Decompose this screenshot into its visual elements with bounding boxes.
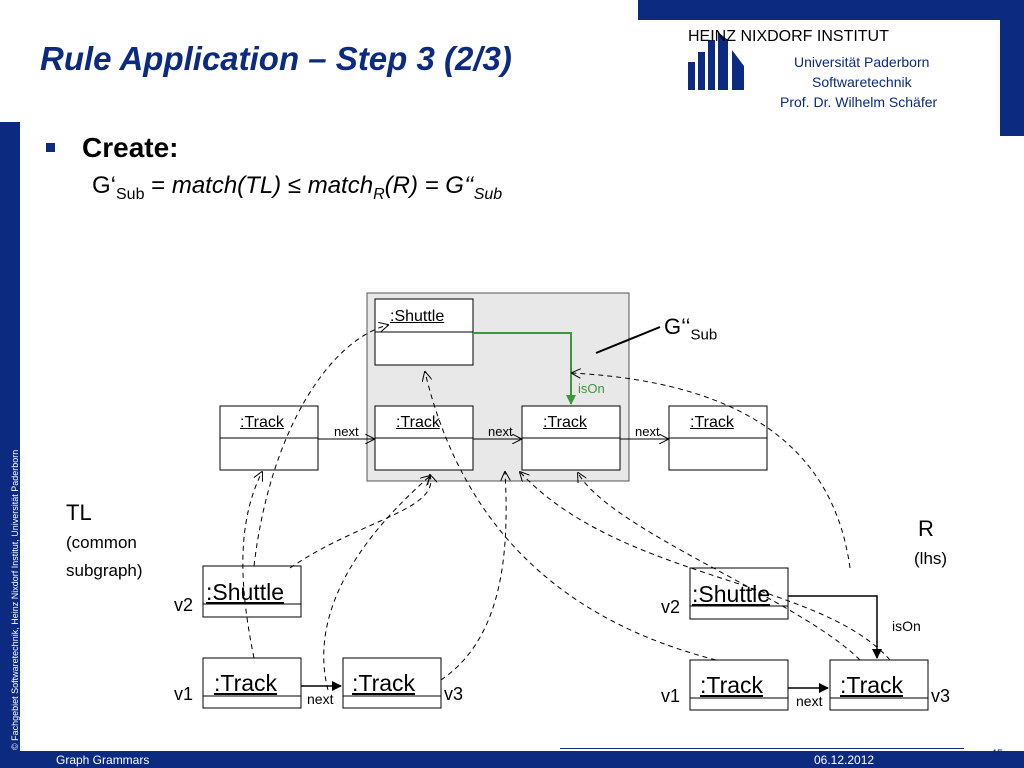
r-v3-label: v3 (931, 686, 951, 706)
morph-r-track2 (520, 472, 891, 661)
morph-r-v3 (578, 473, 861, 661)
bullet-create: Create: (82, 132, 179, 163)
page-number: 45 (990, 748, 1003, 760)
gsub-pointer-line (595, 326, 661, 354)
footer-bar: Graph Grammars 06.12.2012 (20, 751, 1024, 768)
morph-tl-track2 (323, 476, 430, 691)
top-shuttle-label: :Shuttle (390, 308, 445, 325)
top-next-label-2: next (488, 424, 513, 439)
tl-label: TL (66, 500, 92, 525)
footer-topic: Graph Grammars (56, 753, 150, 767)
morph-tl-v3 (440, 472, 506, 681)
top-ison-edge (473, 332, 576, 405)
formula-eq: = (144, 172, 172, 199)
morph-tl-track1 (242, 472, 262, 659)
tl-track1-label: :Track (214, 670, 278, 696)
tl-desc-line2: subgraph) (66, 561, 143, 580)
logo-line-professor: Prof. Dr. Wilhelm Schäfer (780, 94, 938, 110)
r-track1-box (689, 659, 789, 711)
tl-v1-label: v1 (174, 684, 194, 704)
right-brand-bar (1000, 0, 1024, 136)
tl-desc-line1: (common (66, 533, 137, 552)
top-next-label-3: next (635, 424, 660, 439)
r-next-label: next (796, 693, 823, 709)
top-node-track2-box (374, 405, 474, 471)
r-ison-edge (788, 595, 882, 659)
bullet-square (46, 143, 55, 152)
r-label: R (918, 516, 934, 541)
logo-line-university: Universität Paderborn (794, 54, 930, 70)
left-brand-bar (0, 122, 20, 768)
formula-op: ≤ (281, 172, 308, 199)
formula-r-part: (R) = G‘‘ (384, 172, 474, 199)
top-track3-label: :Track (543, 414, 587, 431)
top-node-track4-box (668, 405, 768, 471)
formula-sub1: Sub (116, 185, 145, 203)
slide-title: Rule Application – Step 3 (2/3) (40, 40, 512, 77)
r-track1-label: :Track (700, 672, 764, 698)
gsub-label-sub: Sub (690, 326, 718, 344)
formula-sub-r: R (373, 185, 385, 203)
top-track1-label: :Track (240, 414, 284, 431)
formula-match-tl: match(TL) (171, 172, 282, 199)
top-brand-bar (638, 0, 1024, 20)
r-shuttle-label: :Shuttle (692, 581, 770, 607)
tl-track2-label: :Track (352, 670, 416, 696)
logo-line-department: Softwaretechnik (812, 74, 912, 90)
formula-g-prime: G‘ (92, 172, 116, 199)
morph-r-shuttle (572, 373, 851, 569)
top-node-track1-box (219, 405, 319, 471)
morph-tl-shuttle (253, 325, 388, 567)
top-node-shuttle-box (374, 298, 474, 366)
top-track4-label: :Track (690, 414, 734, 431)
tl-v2-label: v2 (174, 595, 194, 615)
institute-logo (688, 28, 994, 116)
r-track2-box (829, 659, 929, 711)
gsub-label: G‘‘Sub (664, 314, 717, 343)
r-v1-label: v1 (661, 686, 681, 706)
institute-name: HEINZ NIXDORF INSTITUT (688, 28, 889, 45)
top-track2-label: :Track (396, 414, 440, 431)
tl-next-label: next (307, 691, 334, 707)
formula-sub2: Sub (473, 185, 503, 203)
tl-v3-label: v3 (444, 684, 464, 704)
r-shuttle-box (689, 567, 789, 620)
tl-track1-box (202, 657, 302, 709)
formula-match: match (307, 172, 374, 199)
r-ison-label: isOn (892, 618, 921, 634)
top-next-label-1: next (334, 424, 359, 439)
formula: G‘Sub = match(TL) ≤ matchR(R) = G‘‘Sub (92, 172, 502, 204)
r-track2-label: :Track (840, 672, 904, 698)
morph-tl-shuttle-up (289, 475, 431, 569)
hni-logo-icon (688, 32, 744, 90)
tl-track2-box (342, 657, 442, 709)
footer-date: 06.12.2012 (814, 753, 875, 767)
gsub-label-text: G‘‘ (664, 314, 691, 339)
tl-shuttle-box (202, 565, 302, 618)
top-ison-label: isOn (578, 381, 605, 396)
morph-r-track1 (425, 372, 717, 661)
footer-divider (560, 748, 964, 749)
r-v2-label: v2 (661, 597, 681, 617)
top-node-track3-box (521, 405, 621, 471)
r-desc: (lhs) (914, 549, 948, 568)
tl-shuttle-label: :Shuttle (206, 579, 284, 605)
